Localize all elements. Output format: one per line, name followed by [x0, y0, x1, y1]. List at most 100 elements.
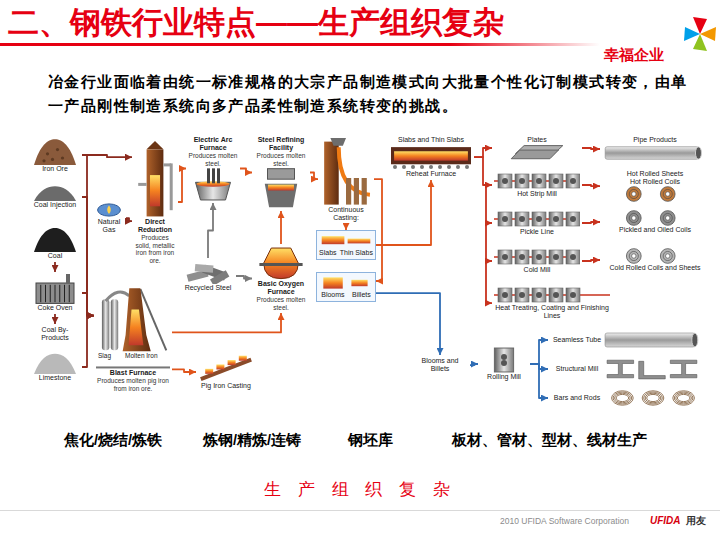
process-unit: Heat Treating, Coating and Finishing Lin…: [492, 284, 612, 322]
node-text: Cold Mill: [524, 266, 551, 274]
unit-icon: [494, 286, 610, 304]
flow-arrow: [376, 180, 431, 245]
unit-icon: [30, 137, 80, 165]
process-unit: Coal: [28, 224, 82, 262]
unit-icon: [494, 144, 580, 160]
node-text: Seamless Tube: [553, 336, 601, 344]
label-column: Bars and Rods: [552, 394, 602, 402]
process-unit: Hot Rolled SheetsHot Rolled Coils: [600, 168, 710, 204]
node-text: Slabs: [319, 249, 337, 257]
flow-arrow: [582, 185, 600, 186]
node-text: Coal By-Products: [30, 326, 80, 342]
flow-arrow: [582, 222, 600, 223]
process-unit: Blast FurnaceProduces molten pig iron fr…: [94, 282, 172, 394]
part-label: Slag: [97, 352, 112, 359]
process-unit: Coal By-Products: [28, 324, 82, 344]
stage-label: 钢坯库: [348, 432, 393, 449]
unit-icon: [254, 167, 308, 209]
node-text: Slabs and Thin Slabs: [398, 136, 464, 144]
process-unit: Pig Iron Casting: [196, 352, 256, 392]
node-text: Coke Oven: [37, 304, 72, 312]
flow-arrow: [178, 169, 186, 202]
flow-arrow: [82, 155, 132, 157]
node-text: Coal Injection: [34, 201, 76, 209]
node-text: Basic Oxygen Furnace: [254, 280, 308, 296]
process-unit: Coke Oven: [28, 272, 82, 314]
flow-arrow: [54, 314, 56, 324]
unit-icon: [602, 144, 708, 162]
process-unit: Basic Oxygen FurnaceProduces molten stee…: [252, 244, 310, 313]
stage-label: 板材、管材、型材、线材生产: [452, 432, 647, 449]
process-unit: Cold Rolled Coils and Sheets: [600, 246, 710, 274]
unit-icon: [30, 352, 80, 374]
node-text: Pig Iron Casting: [201, 382, 251, 390]
intro-text: 冶金行业面临着由统一标准规格的大宗产品制造模式向大批量个性化订制模式转变，由单一…: [48, 70, 698, 118]
label-column: Structural Mill: [552, 365, 602, 373]
flow-arrow: [376, 293, 440, 355]
unit-icon: [188, 167, 238, 201]
unit-icon: [602, 210, 708, 226]
flow-arrow: [236, 276, 252, 278]
node-text: Continuous Casting:: [320, 206, 372, 222]
node-text: Limestone: [39, 374, 71, 382]
slide-title: 二、钢铁行业特点——生产组织复杂: [8, 2, 504, 44]
node-text: Structural Mill: [556, 365, 598, 373]
logo-petal: [684, 27, 700, 41]
node-text: Coal: [48, 252, 62, 260]
flow-arrow: [486, 261, 492, 303]
node-text: Pickle Line: [520, 228, 554, 236]
unit-icon: [30, 274, 80, 304]
unit-icon: [134, 140, 176, 218]
footer-text: 2010 UFIDA Software Corporation: [500, 517, 629, 527]
process-unit: Pickle Line: [492, 208, 582, 238]
flow-arrow: [474, 157, 492, 185]
process-unit: Pickled and Oiled Coils: [600, 208, 710, 236]
node-text: Reheat Furnace: [406, 170, 456, 178]
process-unit: Structural Mill: [548, 356, 710, 382]
node-text: Blooms and Billets: [412, 357, 468, 373]
flow-arrow: [310, 173, 318, 180]
node-text: Plates: [527, 136, 546, 144]
unit-icon: [480, 347, 528, 373]
node-text: Hot Strip Mill: [517, 190, 557, 198]
node-text: Electric Arc Furnace: [188, 136, 238, 152]
flow-arrow: [582, 260, 600, 261]
process-unit: Bars and Rods: [548, 384, 710, 412]
logo-petal: [693, 34, 707, 51]
flow-arrow: [82, 155, 94, 316]
unit-icon: [198, 354, 254, 382]
unit-icon: [319, 275, 373, 291]
process-unit: Coal Injection: [28, 183, 82, 211]
part-label: Molten Iron: [124, 352, 159, 359]
unit-icon: [602, 330, 704, 350]
logo-petal: [693, 17, 707, 34]
process-unit: Recycled Steel: [180, 258, 236, 294]
unit-icon: [494, 248, 580, 266]
flow-arrow: [530, 340, 548, 364]
process-unit: Pipe Products: [600, 134, 710, 164]
process-unit: Plates: [492, 134, 582, 162]
logo-text: 幸福企业: [604, 46, 664, 63]
process-unit: Iron Ore: [28, 135, 82, 175]
node-text: Thin Slabs: [340, 249, 373, 257]
node-text: Recycled Steel: [185, 284, 232, 292]
process-unit: Electric Arc FurnaceProduces molten stee…: [186, 134, 240, 203]
node-text: Direct Reduction: [134, 218, 176, 234]
unit-icon: [182, 260, 234, 284]
node-text: Bars and Rods: [554, 394, 600, 402]
flow-arrow: [470, 364, 478, 365]
process-unit: Blooms and Billets: [410, 355, 470, 375]
footer-rule: [0, 510, 720, 511]
node-text: Pickled and Oiled Coils: [619, 226, 691, 234]
flow-arrow: [486, 185, 492, 223]
process-unit: Slabs and Thin SlabsReheat Furnace: [388, 134, 474, 180]
node-text: Blast Furnace: [110, 369, 156, 377]
process-unit: Natural Gas: [92, 200, 126, 236]
flow-arrow: [54, 262, 56, 272]
unit-icon: [602, 248, 708, 264]
header-rule: [0, 43, 600, 46]
process-unit: Rolling Mill: [478, 345, 530, 383]
unit-icon: [390, 144, 472, 170]
process-unit: BloomsBillets: [316, 272, 376, 302]
flow-arrow: [474, 148, 492, 157]
